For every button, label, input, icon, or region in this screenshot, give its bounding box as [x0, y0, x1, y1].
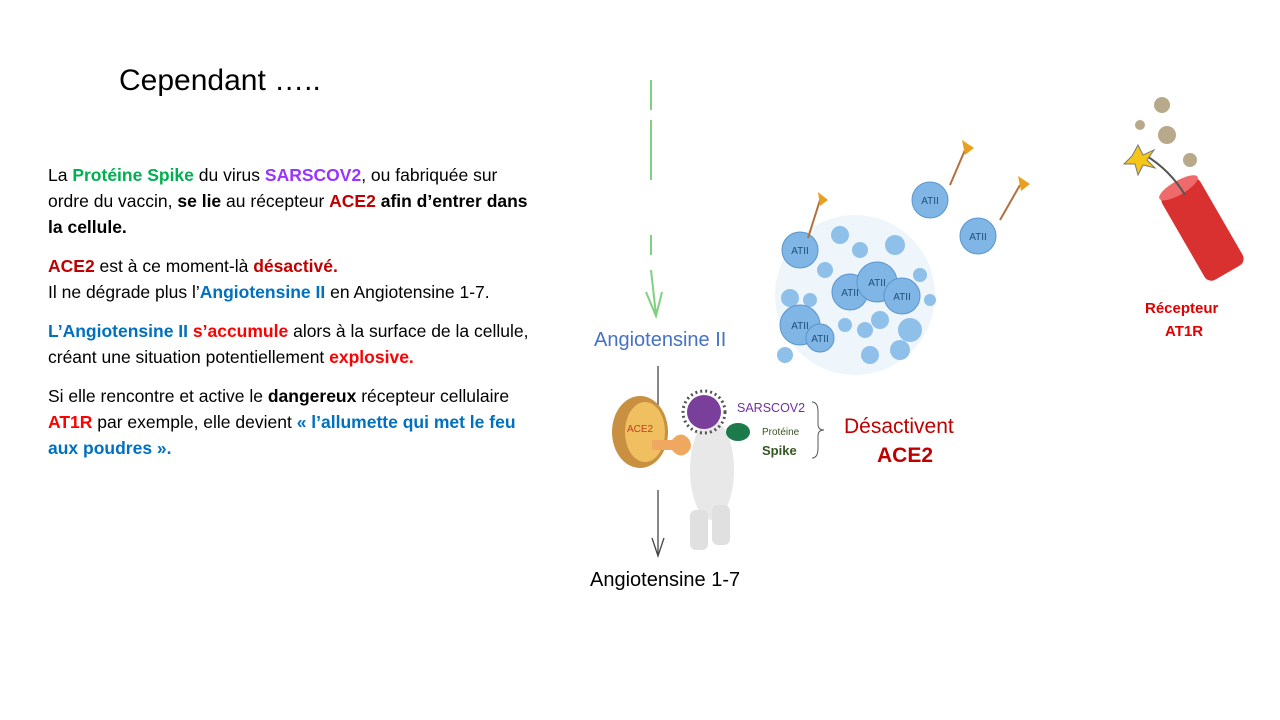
angiotensin-term: Angiotensine II — [199, 282, 326, 302]
bubble — [890, 340, 910, 360]
text: récepteur cellulaire — [356, 386, 510, 406]
spike-term: Protéine Spike — [72, 165, 194, 185]
bubble — [898, 318, 922, 342]
bubble — [852, 242, 868, 258]
bubble — [831, 226, 849, 244]
accumulate-term: s’accumule — [192, 321, 289, 341]
bubble — [913, 268, 927, 282]
bubble — [817, 262, 833, 278]
paragraph-1: La Protéine Spike du virus SARSCOV2, ou … — [48, 162, 538, 240]
text: alors à la surface de la cellule, créant… — [48, 321, 529, 367]
text: Il ne dégrade plus l’ — [48, 282, 200, 302]
atii-bubble-label: ATII — [841, 288, 859, 299]
text: Si elle rencontre et active le — [48, 386, 268, 406]
atii-bubble-label: ATII — [811, 334, 829, 345]
bold-text: afin d’entrer dans la cellule. — [48, 191, 528, 237]
text: en Angiotensine 1-7. — [325, 282, 490, 302]
black-arrow — [651, 366, 665, 559]
ace2-term: ACE2 — [329, 191, 376, 211]
dynamite-icon — [1122, 97, 1244, 281]
paragraph-4: Si elle rencontre et active le dangereux… — [48, 383, 538, 461]
quote-term: « l’allumette qui met le feu aux poudres… — [48, 412, 516, 458]
bubble — [885, 235, 905, 255]
atii-bubble-label: ATII — [868, 278, 886, 289]
body-text: La Protéine Spike du virus SARSCOV2, ou … — [48, 162, 538, 474]
paragraph-3: L’Angiotensine II s’accumule alors à la … — [48, 318, 538, 370]
bold-text: se lie — [177, 191, 222, 211]
text: du virus — [193, 165, 265, 185]
text: La — [48, 165, 73, 185]
proteine-label: Protéine — [762, 427, 800, 438]
atii-bubble — [883, 277, 921, 315]
deactivated-term: désactivé. — [253, 256, 338, 276]
atii-bubble-label: ATII — [791, 246, 809, 257]
bubble — [871, 311, 889, 329]
angiotensin-1-7-label: Angiotensine 1-7 — [590, 569, 741, 591]
atii-bubble — [781, 231, 819, 269]
angiotensin-ii-label: Angiotensine II — [594, 329, 727, 351]
bubble — [838, 318, 852, 332]
at1r-term: AT1R — [48, 412, 93, 432]
text: est à ce moment-là — [94, 256, 254, 276]
bubble — [857, 322, 873, 338]
atii-bubble — [959, 217, 997, 255]
atii-bubble-label: ATII — [791, 321, 809, 332]
ace2-label: ACE2 — [877, 444, 934, 467]
sarscov2-label: SARSCOV2 — [737, 401, 806, 415]
text: au récepteur — [221, 191, 330, 211]
spike-label: Spike — [762, 443, 797, 458]
slide-title: Cependant ….. — [119, 64, 321, 97]
atii-bubble — [911, 181, 949, 219]
bold-text: dangereux — [267, 386, 357, 406]
bubble — [803, 293, 817, 307]
bubble — [777, 347, 793, 363]
character-key-illustration: ACE2 — [612, 389, 825, 550]
bubble — [924, 294, 936, 306]
bubble — [781, 289, 799, 307]
paragraph-2: ACE2 est à ce moment-là désactivé. Il ne … — [48, 253, 538, 305]
ace2-term: ACE2 — [48, 256, 95, 276]
green-arrow — [645, 80, 663, 320]
ace2-lock-label: ACE2 — [627, 424, 654, 435]
atii-bubble-label: ATII — [921, 196, 939, 207]
atii-bubble-label: ATII — [893, 292, 911, 303]
recepteur-label: Récepteur — [1145, 300, 1219, 317]
angiotensin-term: L’Angiotensine II — [48, 321, 189, 341]
explosive-term: explosive. — [329, 347, 414, 367]
desactivent-label: Désactivent — [844, 415, 954, 438]
virus-term: SARSCOV2 — [264, 165, 362, 185]
atii-bubble-label: ATII — [969, 232, 987, 243]
atii-bubble — [805, 323, 835, 353]
match-icons — [807, 140, 1030, 239]
bubble — [861, 346, 879, 364]
at1r-label: AT1R — [1165, 323, 1204, 340]
text: par exemple, elle devient — [92, 412, 297, 432]
text: , ou fabriquée sur ordre du vaccin, — [48, 165, 498, 211]
